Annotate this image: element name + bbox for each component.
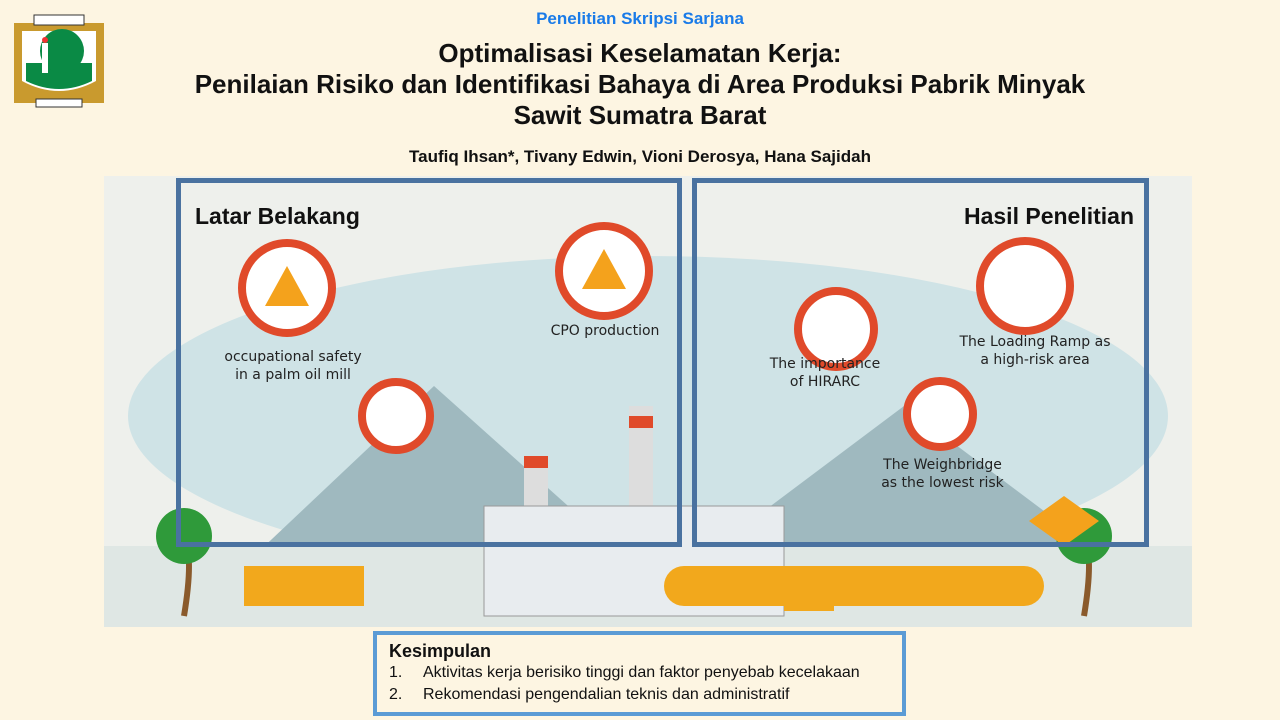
panel-latar-belakang: Latar Belakang bbox=[176, 178, 682, 547]
item-number: 1. bbox=[389, 664, 403, 681]
panel-hasil-penelitian: Hasil Penelitian bbox=[692, 178, 1149, 547]
page-title: Optimalisasi Keselamatan Kerja: Penilaia… bbox=[100, 38, 1180, 131]
item-text: Aktivitas kerja berisiko tinggi dan fakt… bbox=[423, 664, 860, 681]
university-logo bbox=[14, 14, 104, 108]
panel-title: Latar Belakang bbox=[195, 203, 360, 229]
conclusion-title: Kesimpulan bbox=[389, 641, 492, 661]
conclusion-item: 2. Rekomendasi pengendalian teknis dan ad… bbox=[389, 684, 890, 706]
title-line: Penilaian Risiko dan Identifikasi Bahaya… bbox=[194, 69, 1086, 99]
conclusion-item: 1. Aktivitas kerja berisiko tinggi dan fa… bbox=[389, 662, 890, 684]
label-cpo-production: CPO production bbox=[550, 323, 660, 339]
subtitle: Penelitian Skripsi Sarjana bbox=[536, 9, 744, 28]
authors: Taufiq Ihsan*, Tivany Edwin, Vioni Deros… bbox=[409, 147, 871, 166]
label-hirarc: The importance of HIRARC bbox=[769, 356, 881, 390]
item-number: 2. bbox=[389, 686, 403, 703]
label-loading-ramp: The Loading Ramp as a high-risk area bbox=[959, 334, 1111, 368]
conclusion-box: Kesimpulan 1. Aktivitas kerja berisiko ti… bbox=[373, 631, 906, 716]
item-text: Rekomendasi pengendalian teknis dan admi… bbox=[423, 686, 790, 703]
title-line: Sawit Sumatra Barat bbox=[513, 100, 767, 130]
panel-title: Hasil Penelitian bbox=[963, 203, 1134, 229]
label-weighbridge: The Weighbridge as the lowest risk bbox=[881, 457, 1004, 491]
palm-oil-mill-illustration bbox=[104, 176, 1192, 627]
label-occupational-safety: occupational safety in a palm oil mill bbox=[224, 349, 362, 383]
title-line: Optimalisasi Keselamatan Kerja: bbox=[438, 38, 842, 68]
